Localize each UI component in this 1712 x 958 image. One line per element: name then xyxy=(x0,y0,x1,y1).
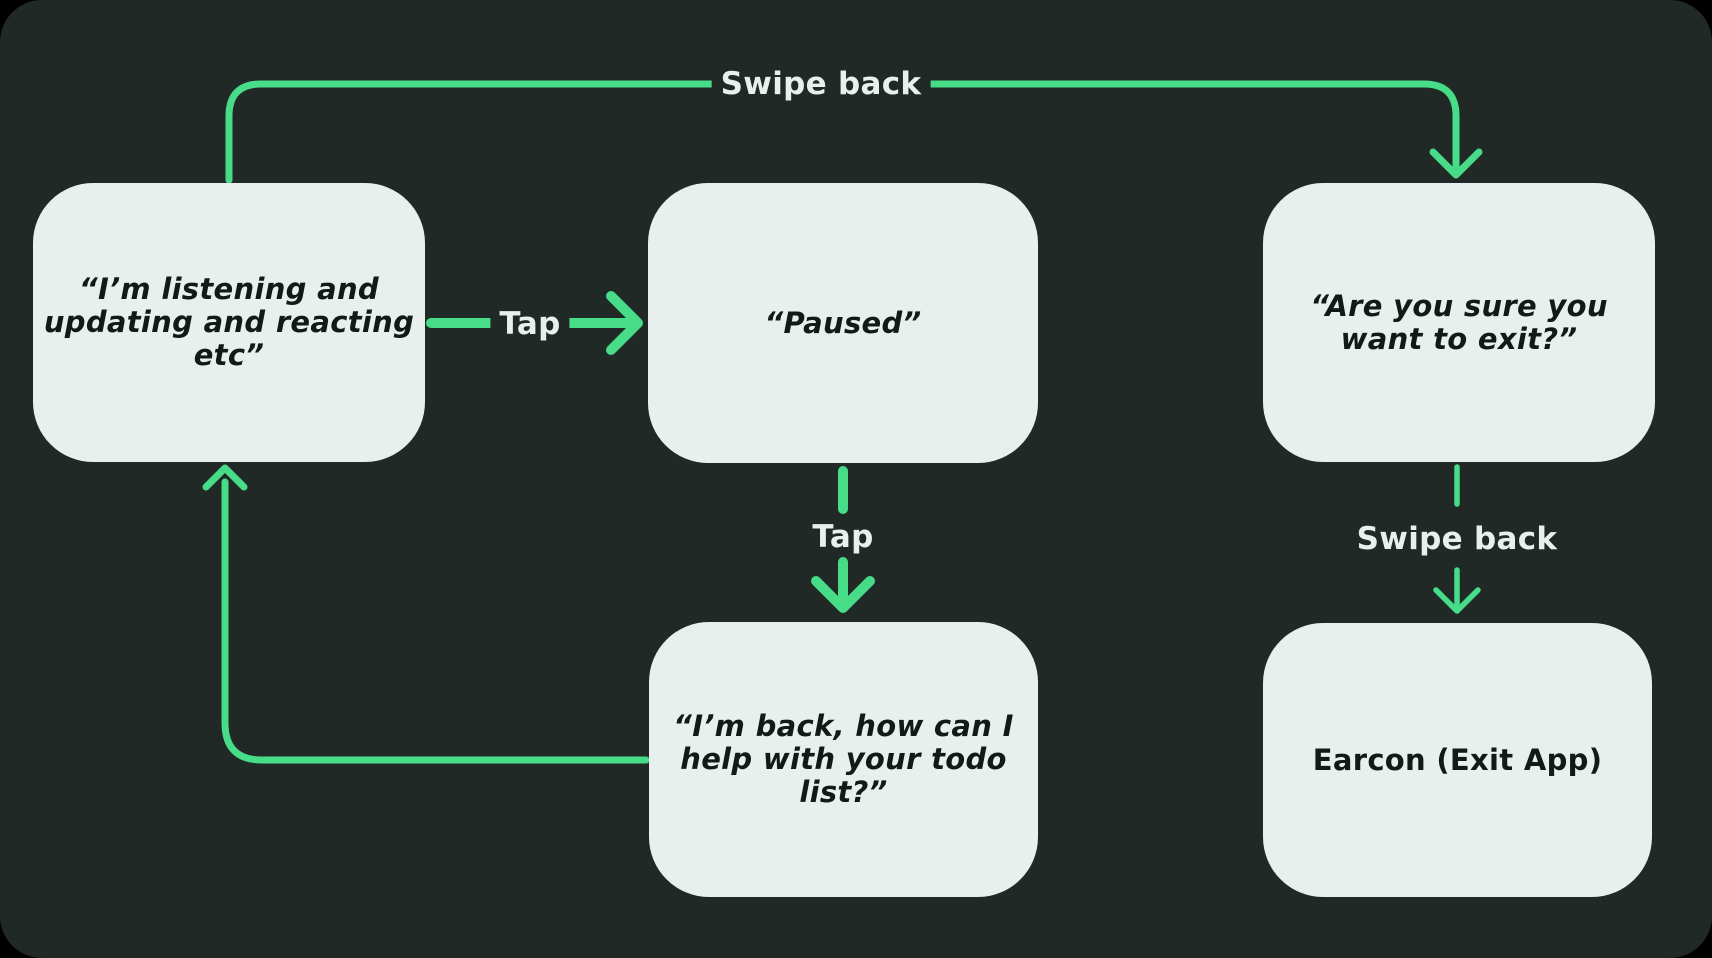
label-swipe-back-exit: Swipe back xyxy=(1347,521,1567,557)
label-swipe-back-top: Swipe back xyxy=(711,66,931,102)
node-exit-confirm: “Are you sure you want to exit?” xyxy=(1263,183,1655,462)
node-back-todo-text: “I’m back, how can I help with your todo… xyxy=(673,709,1014,809)
node-earcon-text: Earcon (Exit App) xyxy=(1312,742,1603,777)
node-earcon: Earcon (Exit App) xyxy=(1263,623,1652,897)
arrow-swipe-back-down-head-icon xyxy=(1433,587,1481,614)
node-paused-text: “Paused” xyxy=(764,305,922,340)
node-back-todo: “I’m back, how can I help with your todo… xyxy=(649,622,1038,897)
node-listening-text: “I’m listening and updating and reacting… xyxy=(43,272,415,372)
arrow-swipe-back-top-right-segment xyxy=(913,80,1460,170)
label-tap-pause: Tap xyxy=(490,306,570,342)
node-paused: “Paused” xyxy=(648,183,1038,463)
arrow-swipe-back-top-head-icon xyxy=(1429,148,1483,179)
label-tap-resume: Tap xyxy=(803,519,883,555)
node-listening: “I’m listening and updating and reacting… xyxy=(33,183,425,462)
arrow-tap-right-head-icon xyxy=(606,291,643,355)
arrow-loop-back-segment xyxy=(221,478,650,764)
node-exit-confirm-text: “Are you sure you want to exit?” xyxy=(1310,288,1608,356)
arrow-loop-back-head-icon xyxy=(202,464,248,491)
arrow-tap-down-head-icon xyxy=(811,576,875,613)
arrow-swipe-back-top-left-segment xyxy=(225,80,726,184)
